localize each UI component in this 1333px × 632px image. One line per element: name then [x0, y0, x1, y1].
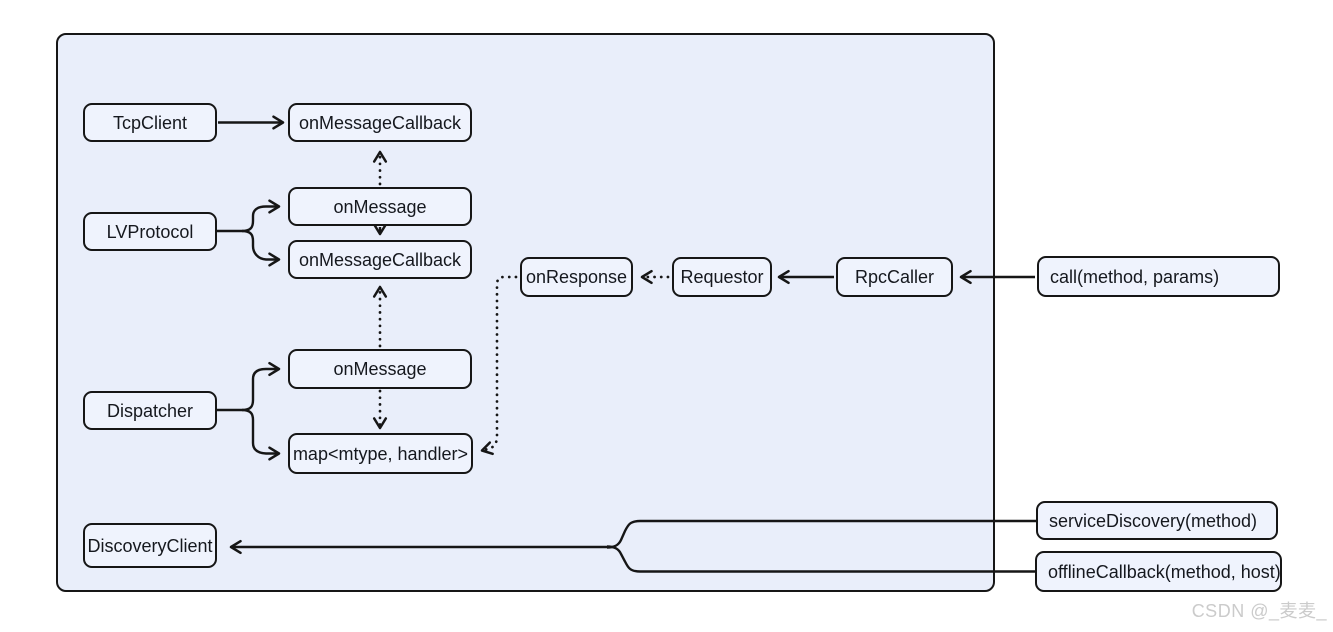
node-lvprotocol: LVProtocol — [83, 212, 217, 251]
csdn-watermark: CSDN @_麦麦_ — [1191, 601, 1327, 621]
node-onresponse: onResponse — [520, 257, 633, 297]
node-call-method-params: call(method, params) — [1037, 256, 1280, 297]
node-rpccaller: RpcCaller — [836, 257, 953, 297]
node-onmessage-lvprotocol: onMessage — [288, 187, 472, 226]
node-tcpclient: TcpClient — [83, 103, 217, 142]
node-onmessage-dispatcher: onMessage — [288, 349, 472, 389]
node-map-mtype-handler: map<mtype, handler> — [288, 433, 473, 474]
node-servicediscovery: serviceDiscovery(method) — [1036, 501, 1278, 540]
node-onmessagecallback-lvprotocol: onMessageCallback — [288, 240, 472, 279]
node-dispatcher: Dispatcher — [83, 391, 217, 430]
node-onmessagecallback-top: onMessageCallback — [288, 103, 472, 142]
node-offlinecallback: offlineCallback(method, host) — [1035, 551, 1282, 592]
node-requestor: Requestor — [672, 257, 772, 297]
node-discoveryclient: DiscoveryClient — [83, 523, 217, 568]
